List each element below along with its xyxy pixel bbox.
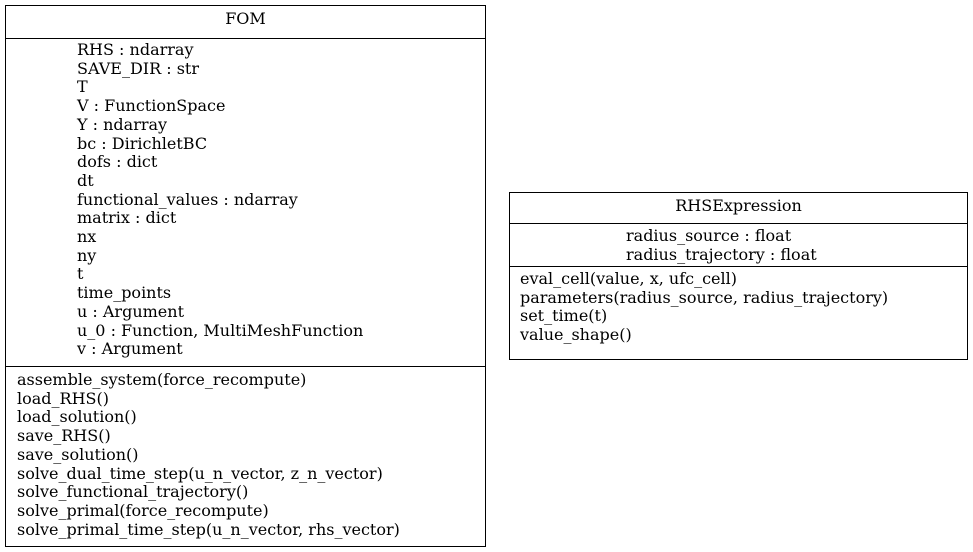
attribute: t	[77, 264, 84, 284]
attribute: radius_trajectory : float	[626, 244, 817, 264]
attribute: u_0 : Function, MultiMeshFunction	[77, 320, 364, 340]
method: eval_cell(value, x, ufc_cell)	[520, 269, 737, 288]
class-box-fom: FOM RHS : ndarray SAVE_DIR : str T V : F…	[5, 5, 486, 547]
method: solve_functional_trajectory()	[17, 482, 249, 502]
attributes-section: radius_source : float radius_trajectory …	[510, 223, 967, 266]
class-name: RHSExpression	[675, 196, 802, 215]
method: solve_primal(force_recompute)	[17, 500, 269, 520]
attribute: functional_values : ndarray	[77, 189, 298, 209]
methods-section: assemble_system(force_recompute) load_RH…	[6, 366, 485, 539]
attribute: RHS : ndarray	[77, 40, 194, 59]
method: assemble_system(force_recompute)	[17, 370, 307, 389]
attribute: u : Argument	[77, 301, 184, 321]
method: solve_primal_time_step(u_n_vector, rhs_v…	[17, 519, 400, 539]
attribute: Y : ndarray	[77, 114, 168, 134]
method: save_solution()	[17, 444, 139, 464]
method: load_RHS()	[17, 388, 109, 408]
class-header: RHSExpression	[510, 193, 967, 223]
attribute: matrix : dict	[77, 208, 177, 228]
attribute: dofs : dict	[77, 152, 158, 172]
class-header: FOM	[6, 6, 485, 38]
attribute: v : Argument	[77, 339, 183, 359]
class-name: FOM	[225, 9, 266, 28]
method: save_RHS()	[17, 426, 111, 446]
attribute: time_points	[77, 283, 172, 303]
attribute: ny	[77, 245, 97, 265]
attribute: T	[77, 77, 88, 97]
attribute: bc : DirichletBC	[77, 133, 208, 153]
class-box-rhs-expression: RHSExpression radius_source : float radi…	[509, 192, 968, 360]
methods-section: eval_cell(value, x, ufc_cell) parameters…	[510, 266, 967, 345]
method: set_time(t)	[520, 306, 608, 326]
attribute: radius_source : float	[626, 226, 792, 245]
method: value_shape()	[520, 325, 632, 345]
method: solve_dual_time_step(u_n_vector, z_n_vec…	[17, 463, 383, 483]
attributes-section: RHS : ndarray SAVE_DIR : str T V : Funct…	[6, 38, 485, 366]
attribute: SAVE_DIR : str	[77, 58, 199, 78]
attribute: dt	[77, 170, 94, 190]
method: parameters(radius_source, radius_traject…	[520, 287, 889, 307]
attribute: V : FunctionSpace	[77, 96, 226, 116]
method: load_solution()	[17, 407, 137, 427]
attribute: nx	[77, 227, 97, 247]
